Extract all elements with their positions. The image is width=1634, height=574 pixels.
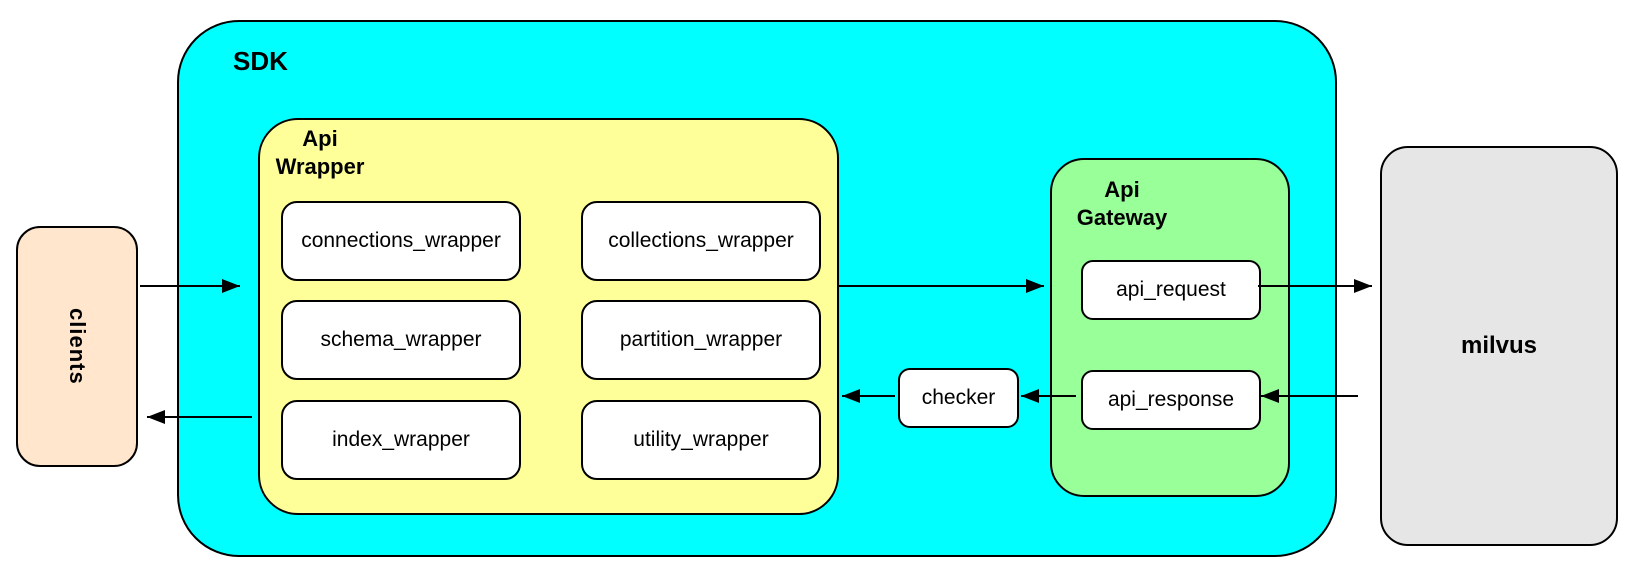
- api-response-box: api_response: [1081, 370, 1261, 430]
- milvus-label: milvus: [1460, 332, 1538, 359]
- node-schema-wrapper: schema_wrapper: [281, 300, 521, 380]
- api-wrapper-label: Api Wrapper: [275, 126, 365, 179]
- api-wrapper-container: Api Wrapper connections_wrapper collecti…: [258, 118, 839, 515]
- milvus-box: milvus: [1380, 146, 1618, 546]
- api-request-box: api_request: [1081, 260, 1261, 320]
- sdk-label: SDK: [233, 46, 288, 76]
- node-partition-wrapper: partition_wrapper: [581, 300, 821, 380]
- clients-box: clients: [16, 226, 138, 467]
- sdk-container: SDK Api Wrapper connections_wrapper coll…: [177, 20, 1337, 557]
- api-gateway-container: Api Gateway api_request api_response: [1050, 158, 1290, 497]
- node-index-wrapper: index_wrapper: [281, 400, 521, 480]
- node-connections-wrapper: connections_wrapper: [281, 201, 521, 281]
- node-collections-wrapper: collections_wrapper: [581, 201, 821, 281]
- clients-label: clients: [65, 308, 90, 385]
- api-gateway-label: Api Gateway: [1076, 177, 1168, 230]
- checker-box: checker: [898, 368, 1019, 428]
- node-utility-wrapper: utility_wrapper: [581, 400, 821, 480]
